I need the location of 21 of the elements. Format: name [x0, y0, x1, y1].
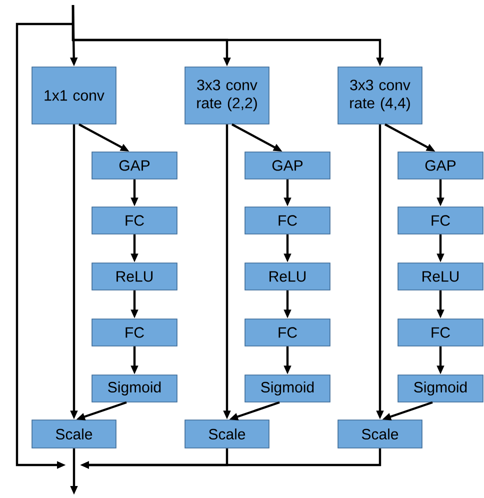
- process-box: FC: [398, 318, 484, 346]
- process-box: Scale: [338, 420, 422, 448]
- process-box: FC: [398, 206, 484, 234]
- process-box: FC: [244, 206, 330, 234]
- process-box: GAP: [244, 152, 330, 180]
- process-box: FC: [92, 318, 178, 346]
- process-box: 3x3 conv rate (2,2): [184, 66, 270, 124]
- process-box: Sigmoid: [398, 374, 484, 402]
- process-box: FC: [92, 206, 178, 234]
- process-box: GAP: [398, 152, 484, 180]
- process-box: Scale: [184, 420, 270, 448]
- process-box: Scale: [32, 420, 116, 448]
- process-box: Sigmoid: [244, 374, 330, 402]
- process-box: FC: [244, 318, 330, 346]
- process-box: 1x1 conv: [32, 66, 116, 124]
- process-box: ReLU: [92, 262, 178, 290]
- process-box: Sigmoid: [92, 374, 178, 402]
- process-box: ReLU: [398, 262, 484, 290]
- process-box: 3x3 conv rate (4,4): [338, 66, 422, 124]
- process-box: ReLU: [244, 262, 330, 290]
- process-box: GAP: [92, 152, 178, 180]
